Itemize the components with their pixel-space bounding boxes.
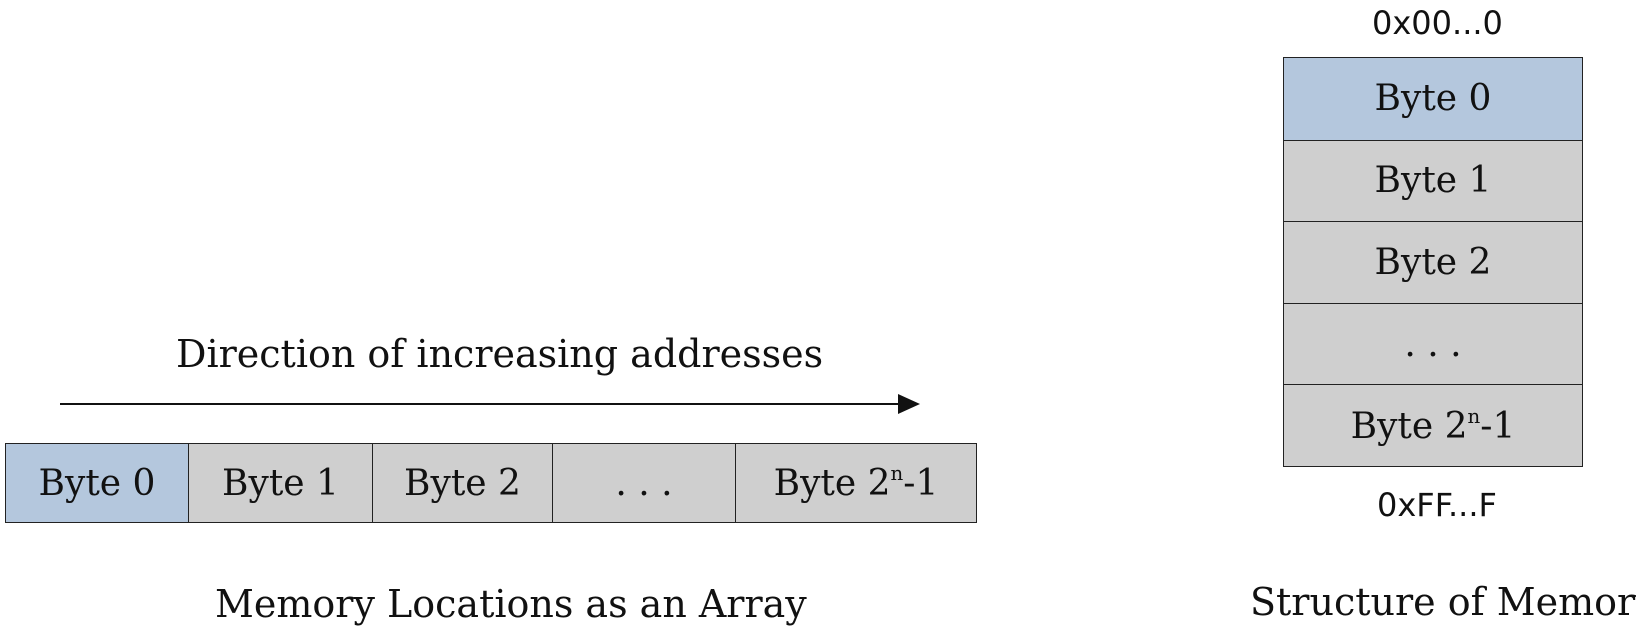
array-cell-byte-0: Byte 0 xyxy=(6,444,188,522)
stack-cell-byte-0: Byte 0 xyxy=(1284,58,1582,140)
array-cell-label: Byte 2n-1 xyxy=(773,462,939,504)
direction-arrow xyxy=(60,394,920,414)
direction-label: Direction of increasing addresses xyxy=(176,332,824,376)
memory-structure-caption: Structure of Memory xyxy=(1250,580,1636,624)
array-cell-byte-2: Byte 2 xyxy=(372,444,552,522)
memory-stack: Byte 0 Byte 1 Byte 2 . . . Byte 2n-1 xyxy=(1283,57,1583,467)
address-end-label: 0xFF...F xyxy=(1377,486,1497,524)
stack-cell-byte-last: Byte 2n-1 xyxy=(1284,384,1582,466)
stack-cell-label: Byte 0 xyxy=(1374,78,1492,120)
stack-cell-byte-2: Byte 2 xyxy=(1284,221,1582,303)
array-cell-label: Byte 1 xyxy=(222,462,339,504)
stack-cell-label: Byte 1 xyxy=(1374,160,1492,202)
array-cell-ellipsis: . . . xyxy=(552,444,735,522)
array-cell-byte-last: Byte 2n-1 xyxy=(735,444,976,522)
stack-cell-label: . . . xyxy=(1404,323,1462,365)
array-cell-label: Byte 0 xyxy=(38,462,156,504)
memory-array: Byte 0 Byte 1 Byte 2 . . . Byte 2n-1 xyxy=(5,443,977,523)
array-caption: Memory Locations as an Array xyxy=(215,582,807,626)
stack-cell-label: Byte 2 xyxy=(1374,241,1492,283)
stack-cell-ellipsis: . . . xyxy=(1284,302,1582,385)
stack-cell-byte-1: Byte 1 xyxy=(1284,139,1582,222)
address-start-label: 0x00...0 xyxy=(1372,4,1503,42)
stack-cell-label: Byte 2n-1 xyxy=(1350,404,1516,447)
array-cell-label: . . . xyxy=(615,462,673,504)
array-cell-label: Byte 2 xyxy=(404,462,521,504)
array-cell-byte-1: Byte 1 xyxy=(188,444,372,522)
